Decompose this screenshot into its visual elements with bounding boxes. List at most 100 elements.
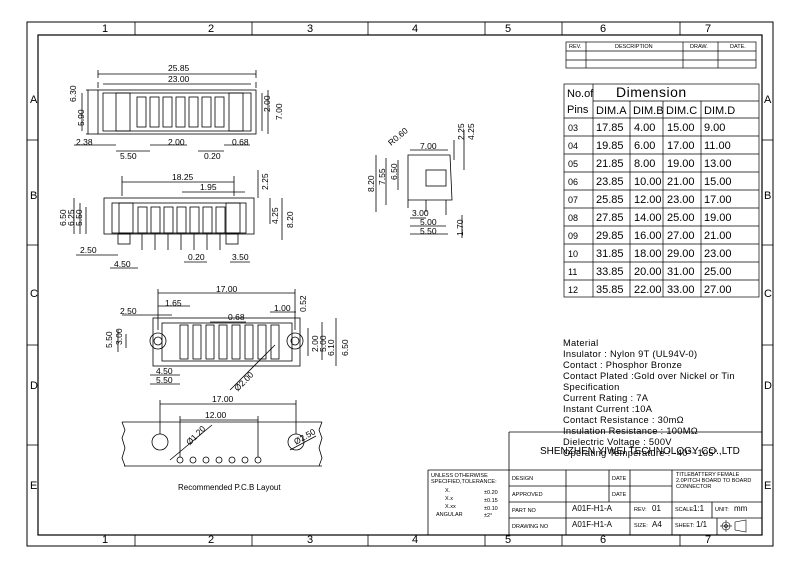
dim-bot-l1: 5.50	[104, 331, 114, 348]
grid-col-3-bottom: 3	[307, 534, 314, 546]
side-view	[375, 130, 465, 238]
dim-row-cell: 25.85	[596, 194, 624, 206]
material-line: Material	[563, 338, 599, 348]
dim-bot-w2: 2.50	[120, 306, 137, 316]
tol-value: ±0.15	[484, 498, 498, 504]
dim-mid-l3: 5.50	[74, 209, 84, 226]
dim-row-cell: 23.00	[667, 194, 695, 206]
dim-top-overall: 25.85	[168, 63, 190, 73]
grid-row-b-right: B	[764, 190, 772, 202]
grid-row-a: A	[30, 94, 38, 106]
dim-row-cell: 27.85	[596, 212, 624, 224]
unit-label: UNIT:	[715, 507, 729, 513]
dim-side-b1: 3.00	[412, 208, 429, 218]
dimension-table: No.of Pins Dimension DIM.A DIM.B DIM.C D…	[564, 84, 759, 297]
grid-row-c: C	[30, 288, 38, 300]
dim-mid-b1: 2.50	[80, 245, 97, 255]
rev-value: 01	[652, 504, 661, 513]
dim-row-cell: 17.00	[704, 194, 732, 206]
dim-row-cell: 33.85	[596, 266, 624, 278]
material-line: Contact : Phosphor Bronze	[563, 360, 683, 370]
dim-row-cell: 33.00	[667, 284, 695, 296]
dim-row-cell: 23.85	[596, 176, 624, 188]
dim-row-pins: 07	[568, 195, 579, 205]
grid-col-1-bottom: 1	[102, 534, 109, 546]
dim-row-cell: 21.85	[596, 158, 624, 170]
dim-top-b3: 2.00	[168, 137, 185, 147]
dim-row-pins: 08	[568, 213, 579, 223]
scale-label: SCALE:	[675, 507, 695, 513]
dim-pcb-w2: 12.00	[205, 410, 227, 420]
sheet-label: SHEET:	[675, 523, 695, 529]
material-line: Dielectric Voltage : 500V	[563, 437, 672, 447]
dim-row-cell: 10.00	[634, 176, 662, 188]
dim-side-t1: 2.25	[456, 123, 466, 140]
tolerance-title: UNLESS OTHERWISE SPECIFIED,TOLERANCE:	[431, 473, 497, 485]
dim-row-cell: 19.85	[596, 140, 624, 152]
size-value: A4	[652, 520, 662, 529]
grid-col-5: 5	[505, 23, 512, 35]
drawing-no-value: A01F-H1-A	[572, 520, 613, 529]
dim-bot-w3: 1.65	[165, 298, 182, 308]
dim-bot-r3: 6.10	[326, 339, 336, 356]
dim-row-cell: 31.00	[667, 266, 695, 278]
title-label: TITLE	[676, 472, 691, 478]
dim-row-cell: 17.85	[596, 122, 624, 134]
dim-row-cell: 16.00	[634, 230, 662, 242]
dim-row-cell: 15.00	[704, 176, 732, 188]
dim-row-cell: 23.00	[704, 248, 732, 260]
grid-col-4-bottom: 4	[412, 534, 419, 546]
dim-top-b2: 5.50	[120, 151, 137, 161]
dim-row-cell: 29.85	[596, 230, 624, 242]
dim-row-cell: 27.00	[667, 230, 695, 242]
material-line: Contact Resistance : 30mΩ	[563, 415, 684, 425]
grid-col-6-bottom: 6	[600, 534, 607, 546]
dim-header-noof: No.of	[567, 88, 594, 100]
dim-row-cell: 25.00	[667, 212, 695, 224]
grid-row-d-right: D	[764, 380, 772, 392]
dim-row-cell: 15.00	[667, 122, 695, 134]
dim-row-cell: 14.00	[634, 212, 662, 224]
dim-bot-b2: 5.50	[156, 375, 173, 385]
dim-row-pins: 03	[568, 123, 579, 133]
dim-row-cell: 9.00	[704, 122, 726, 134]
tol-value: ±0.10	[484, 506, 498, 512]
dim-bot-w6: 0.52	[298, 295, 308, 312]
dim-row-cell: 21.00	[704, 230, 732, 242]
dim-top-h1: 6.30	[68, 85, 78, 102]
dim-top-b1: 2.38	[76, 137, 93, 147]
dim-bot-w4: 0.68	[228, 312, 245, 322]
material-line: Operating Temperature : -40°~105°	[563, 448, 718, 458]
grid-col-3: 3	[307, 23, 314, 35]
sheet-value: 1/1	[696, 520, 708, 529]
dim-row-cell: 12.00	[634, 194, 662, 206]
grid-col-4: 4	[412, 23, 419, 35]
dim-row-cell: 18.00	[634, 248, 662, 260]
dim-side-l2: 7.55	[377, 168, 387, 185]
dim-side-l1: 8.20	[366, 175, 376, 192]
tol-value: ±0.20	[484, 490, 498, 496]
dim-row-cell: 25.00	[704, 266, 732, 278]
dim-side-b2: 5.00	[420, 217, 437, 227]
grid-row-e: E	[30, 480, 38, 492]
dim-top-r1: 2.00	[262, 95, 272, 112]
dim-row-cell: 20.00	[634, 266, 662, 278]
dim-side-b3: 5.50	[420, 226, 437, 236]
dim-bot-w5: 1.00	[274, 303, 291, 313]
date-label: DATE	[612, 476, 627, 482]
grid-col-5-bottom: 5	[505, 534, 512, 546]
dim-row-cell: 8.00	[634, 158, 656, 170]
dim-row-cell: 17.00	[667, 140, 695, 152]
title-value: BATTERY FEMALE 2.0PITCH BOARD TO BOARD C…	[676, 472, 752, 490]
grid-row-b: B	[30, 190, 38, 202]
dim-row-cell: 27.00	[704, 284, 732, 296]
rev-header-rev: REV.	[569, 44, 582, 50]
tol-key: X.x	[445, 496, 453, 502]
grid-row-c-right: C	[764, 288, 772, 300]
dim-row-pins: 11	[568, 267, 578, 277]
dim-row-cell: 11.00	[704, 140, 731, 152]
dim-mid-r: 2.25	[260, 173, 270, 190]
dim-row-cell: 6.00	[634, 140, 656, 152]
dim-row-pins: 10	[568, 249, 579, 259]
dim-top-h2: 5.90	[76, 109, 86, 126]
